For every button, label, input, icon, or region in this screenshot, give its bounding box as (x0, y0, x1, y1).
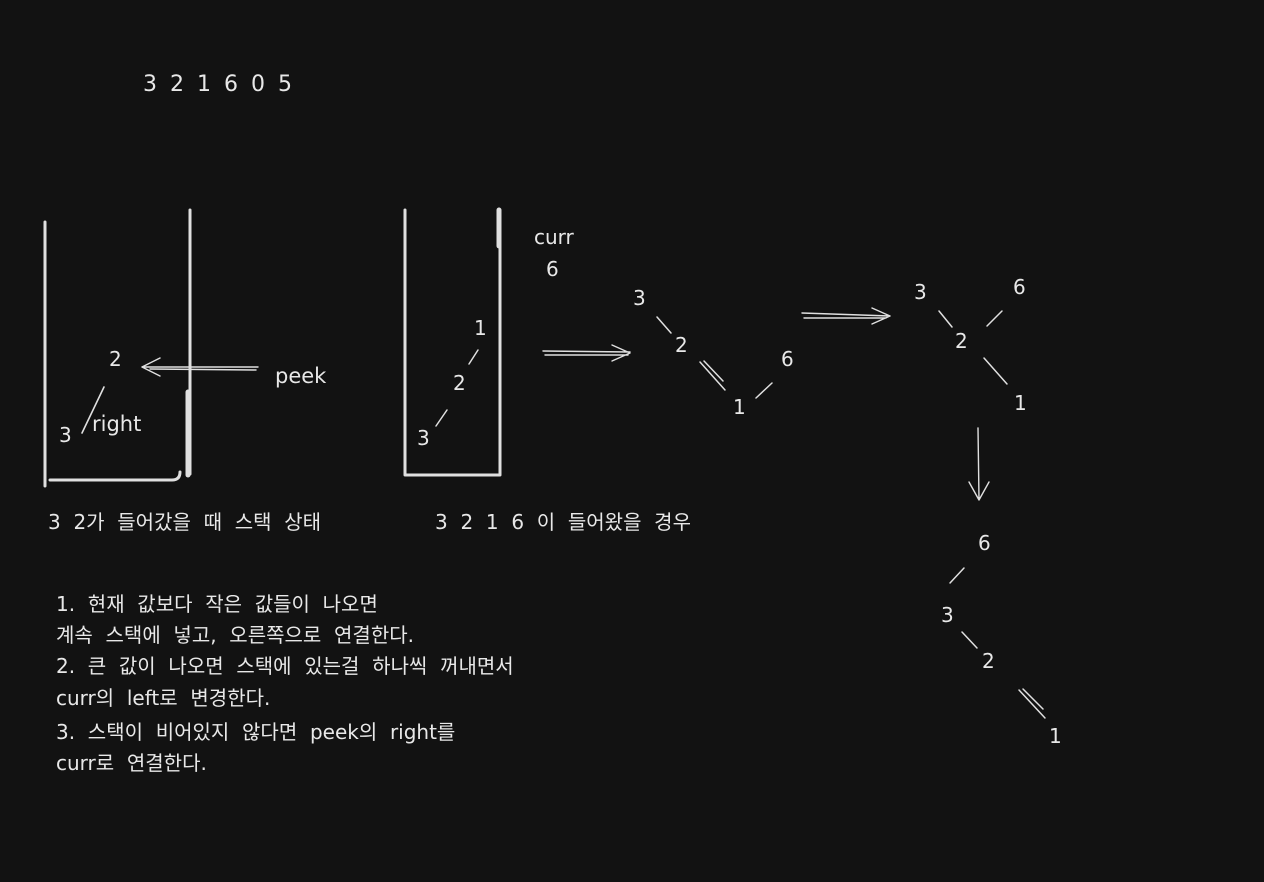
tree-1-edge-a (656, 316, 672, 334)
tree-3-node-c: 2 (982, 649, 995, 673)
arrow-to-tree-1 (542, 344, 631, 362)
peek-label: peek (275, 364, 327, 388)
tree-3-edge-b (961, 631, 978, 649)
arrow-to-tree-3 (968, 427, 990, 501)
stack-1-item-top: 2 (109, 347, 122, 371)
note-line-2: 계속 스택에 넣고, 오른쪽으로 연결한다. (56, 623, 414, 647)
stack-2-container (403, 208, 502, 477)
tree-2-edge-c (983, 357, 1008, 385)
tree-3: 6 3 2 1 (941, 531, 1062, 748)
tree-2-edge-b (986, 310, 1003, 327)
tree-2-node-d: 1 (1014, 391, 1027, 415)
tree-2-node-c: 2 (955, 329, 968, 353)
tree-3-edge-a (949, 567, 965, 584)
algorithm-notes: 1. 현재 값보다 작은 값들이 나오면 계속 스택에 넣고, 오른쪽으로 연결… (56, 592, 514, 775)
stack-1-right-link (81, 386, 105, 434)
stack-1-item-bottom: 3 (59, 423, 72, 447)
tree-1-node-d: 6 (781, 347, 794, 371)
note-line-3: 2. 큰 값이 나오면 스택에 있는걸 하나씩 꺼내면서 (56, 654, 514, 678)
stack-2-item-middle: 2 (453, 371, 466, 395)
tree-2: 3 6 2 1 (914, 275, 1027, 415)
tree-3-edge-c (1018, 688, 1046, 719)
tree-2-edge-a (938, 310, 953, 328)
stack-1-right-label: right (92, 412, 141, 436)
tree-2-node-b: 6 (1013, 275, 1026, 299)
stack-2-item-top: 1 (474, 316, 487, 340)
stack-2-link-bottom (435, 409, 448, 427)
tree-3-node-b: 3 (941, 603, 954, 627)
tree-3-node-a: 6 (978, 531, 991, 555)
curr-label: curr (534, 225, 575, 249)
note-line-6: curr로 연결한다. (56, 751, 207, 775)
stack-2: 1 2 3 curr 6 3 2 1 6 이 들어왔을 경우 (403, 207, 691, 534)
note-line-1: 1. 현재 값보다 작은 값들이 나오면 (56, 592, 378, 616)
tree-3-node-d: 1 (1049, 724, 1062, 748)
curr-value: 6 (546, 257, 559, 281)
stack-1-caption: 3 2가 들어갔을 때 스택 상태 (48, 510, 321, 534)
input-sequence: 3 2 1 6 0 5 (143, 72, 295, 97)
stack-2-caption: 3 2 1 6 이 들어왔을 경우 (435, 510, 691, 534)
stack-2-item-bottom: 3 (417, 426, 430, 450)
note-line-4: curr의 left로 변경한다. (56, 686, 270, 710)
stack-2-link-top (468, 349, 479, 365)
tree-1: 3 2 1 6 (633, 286, 794, 419)
tree-1-node-c: 1 (733, 395, 746, 419)
stack-1: 2 3 right peek 3 2가 들어갔을 때 스택 상태 (43, 208, 327, 534)
tree-1-node-a: 3 (633, 286, 646, 310)
arrow-to-tree-2 (801, 307, 891, 325)
peek-arrow (141, 357, 259, 377)
tree-1-edge-b (699, 360, 726, 391)
tree-1-edge-c (755, 382, 773, 399)
tree-2-node-a: 3 (914, 280, 927, 304)
tree-1-node-b: 2 (675, 333, 688, 357)
note-line-5: 3. 스택이 비어있지 않다면 peek의 right를 (56, 720, 455, 744)
